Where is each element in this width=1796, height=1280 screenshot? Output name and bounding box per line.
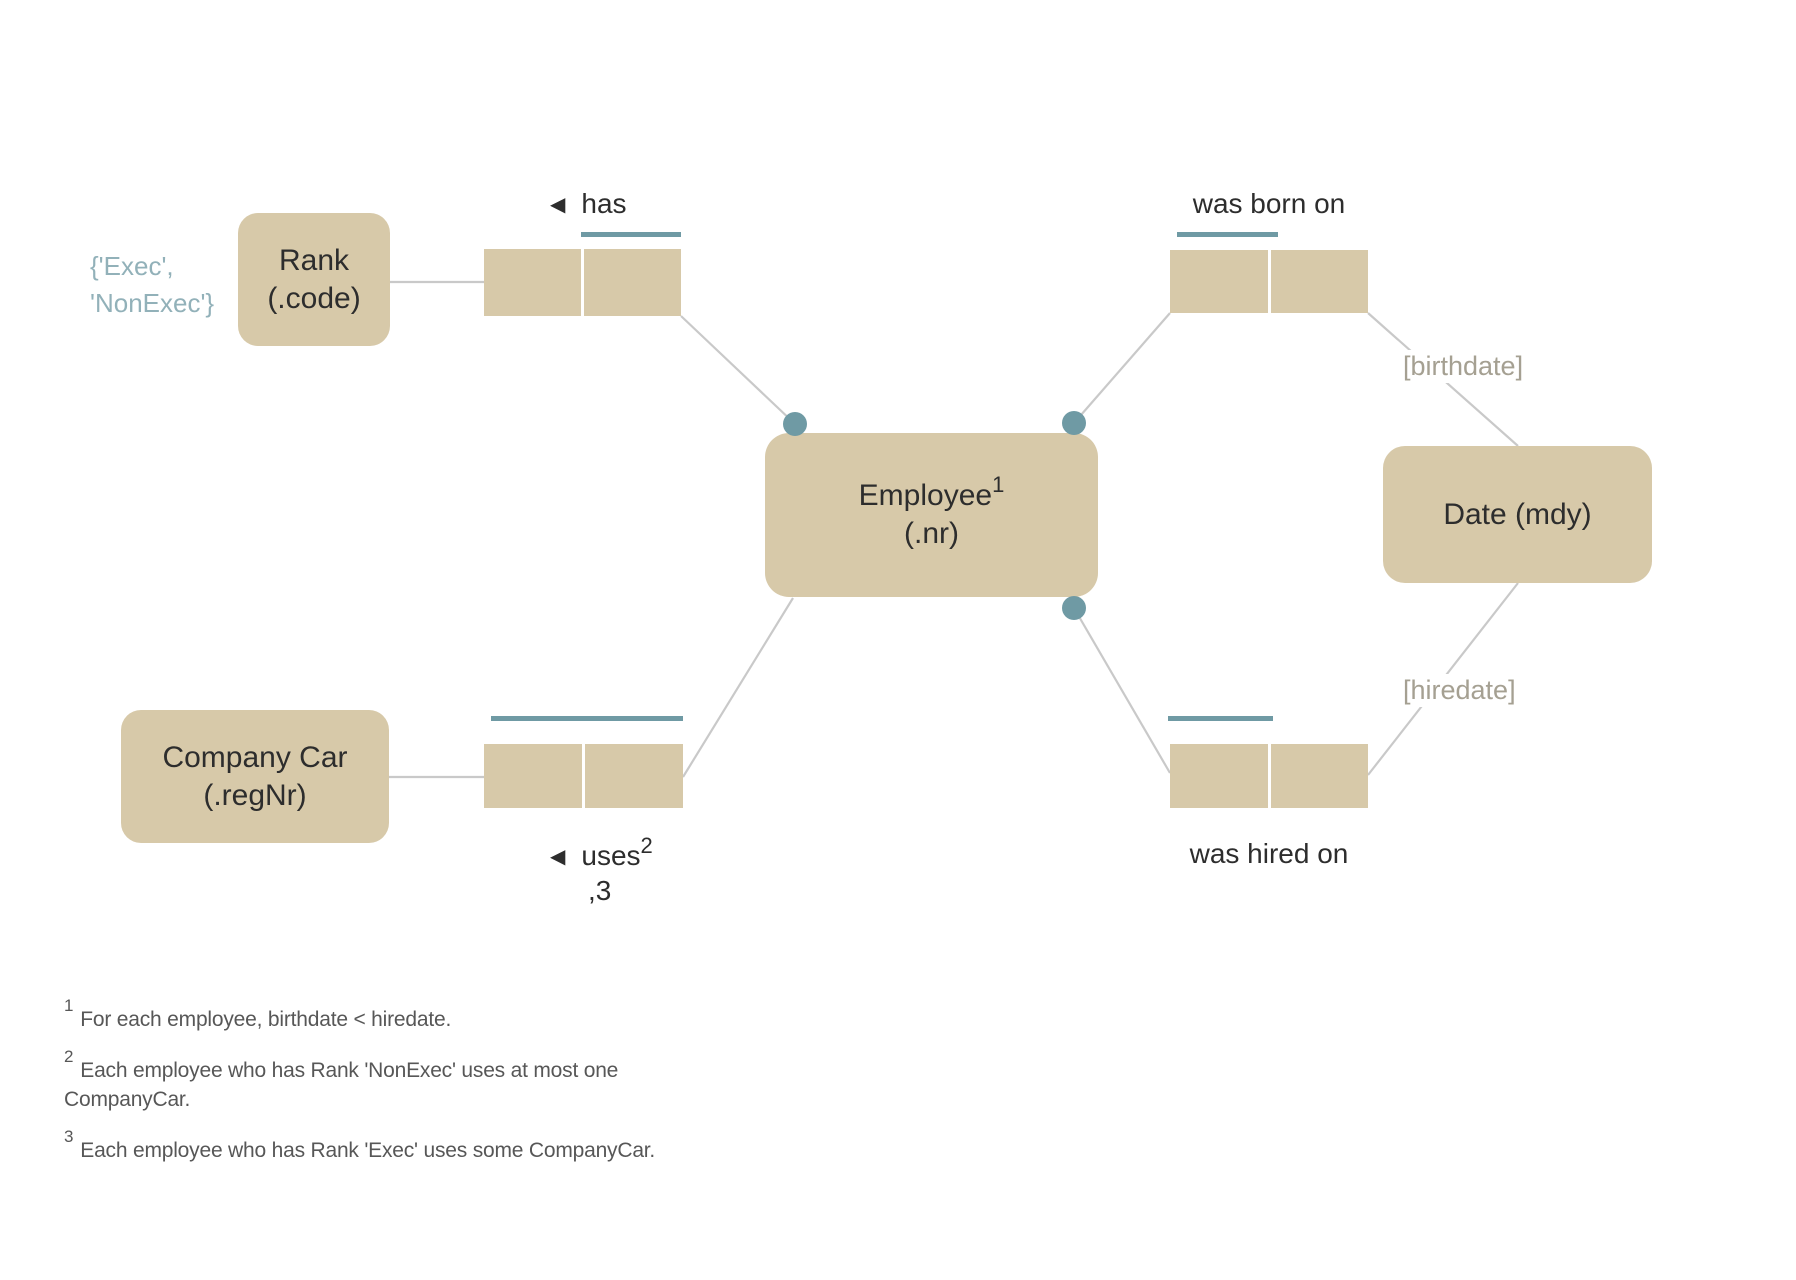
entity-box-company-car[interactable]: Company Car (.regNr) xyxy=(121,710,389,843)
fact-type-was-born-on[interactable] xyxy=(1170,250,1368,313)
connector-employee-washiredon[interactable] xyxy=(1073,607,1171,774)
entity-ref-mode: (.regNr) xyxy=(203,778,307,812)
uniqueness-bar-has[interactable] xyxy=(581,232,681,237)
connector-has-employee[interactable] xyxy=(680,315,796,425)
entity-name: Rank xyxy=(278,243,350,277)
role-box[interactable] xyxy=(1270,250,1368,313)
connector-wasbornon-employee[interactable] xyxy=(1073,312,1171,424)
mandatory-role-dot-was-hired-on[interactable] xyxy=(1062,596,1086,620)
role-box[interactable] xyxy=(1170,744,1268,808)
role-box[interactable] xyxy=(585,744,683,808)
footnote-2-text-line1: Each employee who has Rank 'NonExec' use… xyxy=(80,1059,619,1082)
label-uses[interactable]: ◀ uses2 ,3 xyxy=(550,834,653,907)
footnote-3-number: 3 xyxy=(64,1127,74,1146)
role-box[interactable] xyxy=(1270,744,1368,808)
role-label-hiredate[interactable]: [hiredate] xyxy=(1400,674,1519,707)
footnote-2: 2Each employee who has Rank 'NonExec' us… xyxy=(64,1047,784,1114)
footnote-1-text: For each employee, birthdate < hiredate. xyxy=(80,1008,452,1031)
label-was-hired-on-text: was hired on xyxy=(1189,838,1349,869)
entity-name: Company Car xyxy=(162,740,348,774)
employee-footnote-ref: 1 xyxy=(992,472,1005,497)
role-box[interactable] xyxy=(584,249,681,316)
label-uses-text: uses xyxy=(581,840,641,871)
uses-footnote-ref-3: ,3 xyxy=(588,875,612,906)
footnote-2-number: 2 xyxy=(64,1047,74,1066)
uses-footnote-ref-2: 2 xyxy=(640,832,653,858)
left-arrowhead-icon: ◀ xyxy=(550,846,566,868)
entity-name: Date (mdy) xyxy=(1443,497,1592,531)
role-box[interactable] xyxy=(484,249,581,316)
mandatory-role-dot-was-born-on[interactable] xyxy=(1062,411,1086,435)
footnote-3: 3Each employee who has Rank 'Exec' uses … xyxy=(64,1127,784,1165)
connector-uses-employee[interactable] xyxy=(682,597,794,778)
label-was-born-on-text: was born on xyxy=(1192,188,1346,219)
role-box[interactable] xyxy=(1170,250,1268,313)
label-was-hired-on[interactable]: was hired on xyxy=(1170,838,1368,870)
uniqueness-bar-was-hired-on[interactable] xyxy=(1168,716,1273,721)
mandatory-role-dot-has[interactable] xyxy=(783,412,807,436)
footnote-1: 1For each employee, birthdate < hiredate… xyxy=(64,996,784,1034)
entity-name: Employee1 xyxy=(858,474,1005,515)
entity-box-employee[interactable]: Employee1 (.nr) xyxy=(765,433,1098,597)
footnote-2-text-line2: CompanyCar. xyxy=(64,1088,191,1111)
entity-ref-mode: (.code) xyxy=(267,281,361,315)
label-has-text: has xyxy=(581,188,627,219)
left-arrowhead-icon: ◀ xyxy=(550,194,566,216)
uniqueness-bar-uses[interactable] xyxy=(491,716,683,721)
role-label-birthdate[interactable]: [birthdate] xyxy=(1400,350,1527,383)
role-box[interactable] xyxy=(484,744,582,808)
uniqueness-bar-was-born-on[interactable] xyxy=(1177,232,1278,237)
value-constraint-line1: {'Exec', xyxy=(90,251,174,281)
footnote-1-number: 1 xyxy=(64,996,74,1015)
fact-type-has[interactable] xyxy=(484,249,681,316)
entity-box-date[interactable]: Date (mdy) xyxy=(1383,446,1652,583)
label-was-born-on[interactable]: was born on xyxy=(1170,188,1368,220)
value-constraint-rank[interactable]: {'Exec', 'NonExec'} xyxy=(90,248,214,322)
employee-name-text: Employee xyxy=(858,479,993,512)
entity-ref-mode: (.nr) xyxy=(904,517,959,550)
fact-type-was-hired-on[interactable] xyxy=(1170,744,1368,808)
value-constraint-line2: 'NonExec'} xyxy=(90,288,215,318)
label-uses-line1: ◀ uses2 xyxy=(550,834,653,875)
label-has[interactable]: ◀ has xyxy=(550,188,627,223)
footnotes: 1For each employee, birthdate < hiredate… xyxy=(64,996,784,1180)
footnote-3-text: Each employee who has Rank 'Exec' uses s… xyxy=(80,1139,656,1162)
entity-box-rank[interactable]: Rank (.code) xyxy=(238,213,390,346)
fact-type-uses[interactable] xyxy=(484,744,683,808)
